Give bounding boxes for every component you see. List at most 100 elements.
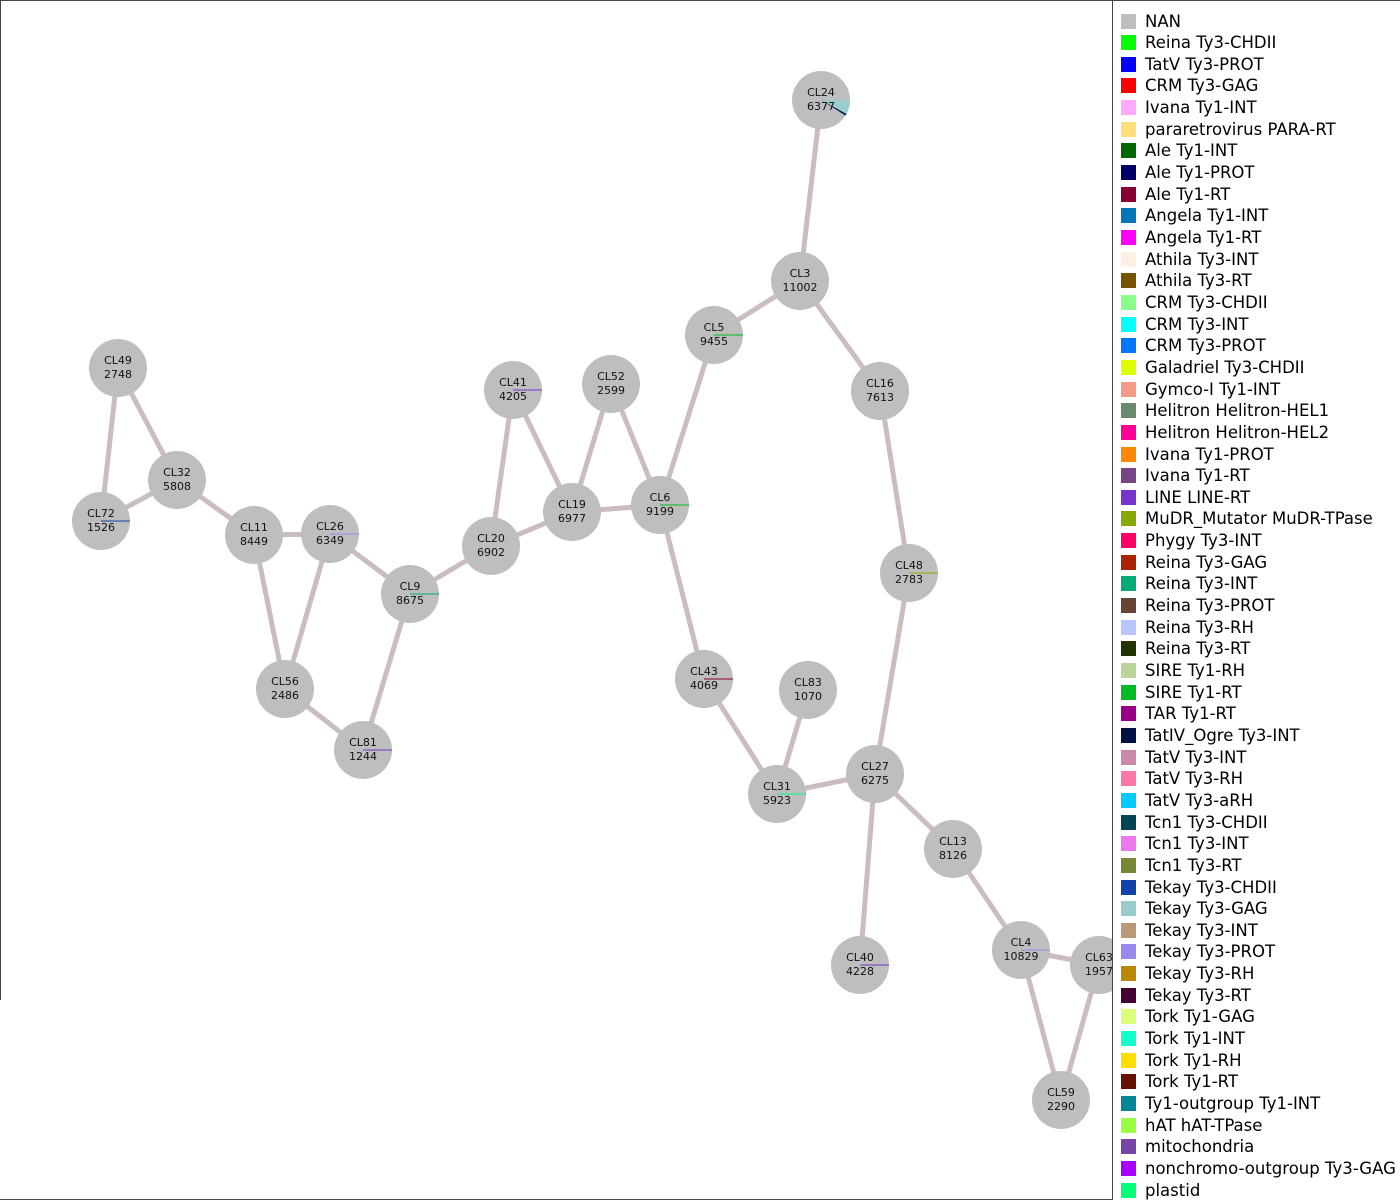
legend-label: Tekay Ty3-PROT — [1145, 942, 1276, 962]
legend-item: Helitron Helitron-HEL2 — [1121, 422, 1329, 442]
legend-item: Tcn1 Ty3-RT — [1121, 855, 1242, 875]
legend-item: Tekay Ty3-PROT — [1121, 942, 1275, 962]
node-circle — [846, 745, 904, 803]
node-size-label: 4228 — [846, 965, 874, 978]
node-id-label: CL48 — [895, 559, 923, 572]
node-size-label: 10829 — [1004, 950, 1039, 963]
legend-item: Ale Ty1-PROT — [1121, 163, 1254, 183]
legend-label: Tork Ty1-GAG — [1145, 1007, 1255, 1027]
legend-item: Ivana Ty1-INT — [1121, 98, 1257, 118]
legend-swatch — [1121, 706, 1136, 722]
node-id-label: CL43 — [690, 665, 718, 678]
legend-label: Tekay Ty3-CHDII — [1145, 877, 1277, 897]
node-circle — [851, 362, 909, 420]
legend-swatch — [1121, 1139, 1136, 1155]
legend-label: Tork Ty1-RT — [1145, 1072, 1239, 1092]
legend-swatch — [1121, 403, 1136, 419]
legend-item: Tekay Ty3-RT — [1121, 985, 1251, 1005]
node-circle — [1070, 936, 1112, 994]
legend-item: Ivana Ty1-PROT — [1121, 444, 1274, 464]
legend-swatch — [1121, 381, 1136, 397]
legend-item: Tekay Ty3-CHDII — [1121, 877, 1277, 897]
legend-swatch — [1121, 792, 1136, 808]
legend-swatch — [1121, 814, 1136, 830]
legend-swatch — [1121, 684, 1136, 700]
legend-item: Tork Ty1-RH — [1121, 1050, 1242, 1070]
legend-swatch — [1121, 78, 1136, 94]
node-id-label: CL19 — [558, 498, 586, 511]
legend-swatch — [1121, 619, 1136, 635]
edge-cl16-cl48 — [877, 388, 912, 576]
legend-item: Ale Ty1-INT — [1121, 141, 1237, 161]
legend-label: SIRE Ty1-RT — [1145, 682, 1242, 702]
node-circle — [89, 339, 147, 397]
figure-border-top — [0, 0, 1400, 1]
node-size-label: 6977 — [558, 512, 586, 525]
node-size-label: 9455 — [700, 335, 728, 348]
node-id-label: CL5 — [704, 321, 725, 334]
legend-item: Tork Ty1-GAG — [1121, 1007, 1255, 1027]
legend-label: Gymco-I Ty1-INT — [1145, 379, 1281, 399]
node-id-label: CL24 — [807, 86, 835, 99]
node-id-label: CL32 — [163, 466, 191, 479]
node-size-label: 4205 — [499, 390, 527, 403]
legend-label: CRM Ty3-PROT — [1145, 336, 1266, 356]
legend-swatch — [1121, 251, 1136, 267]
legend-item: TAR Ty1-RT — [1121, 704, 1236, 724]
node-size-label: 6275 — [861, 774, 889, 787]
node-size-label: 8449 — [240, 535, 268, 548]
legend-label: Athila Ty3-RT — [1145, 271, 1252, 291]
legend-swatch — [1121, 56, 1136, 72]
legend-swatch — [1121, 489, 1136, 505]
legend-label: Reina Ty3-INT — [1145, 574, 1258, 594]
node-id-label: CL26 — [316, 520, 344, 533]
node-size-label: 9199 — [646, 505, 674, 518]
edges-layer — [98, 97, 1102, 1103]
legend-item: CRM Ty3-GAG — [1121, 76, 1258, 96]
node-circle — [256, 660, 314, 718]
legend-item: Tekay Ty3-INT — [1121, 920, 1258, 940]
legend-label: Ale Ty1-PROT — [1145, 163, 1255, 183]
legend-swatch — [1121, 1009, 1136, 1025]
legend-swatch — [1121, 208, 1136, 224]
legend-item: Angela Ty1-RT — [1121, 228, 1261, 248]
node-size-label: 2290 — [1047, 1100, 1075, 1113]
node-annotation-wedge — [821, 100, 847, 116]
legend-item: pararetrovirus PARA-RT — [1121, 119, 1336, 139]
edge-cl48-cl27 — [872, 570, 912, 777]
legend-swatch — [1121, 857, 1136, 873]
legend-label: Tork Ty1-RH — [1145, 1050, 1242, 1070]
legend-swatch — [1121, 922, 1136, 938]
legend-swatch — [1121, 121, 1136, 137]
legend-item: CRM Ty3-PROT — [1121, 336, 1266, 356]
